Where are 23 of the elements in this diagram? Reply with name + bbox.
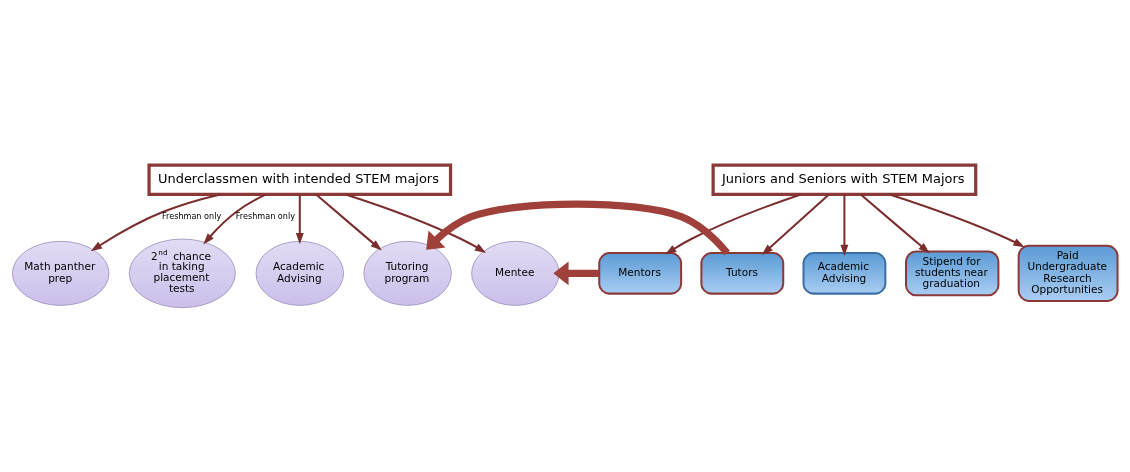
node-box: Underclassmen with intended STEM majors <box>147 163 453 196</box>
arrow <box>840 194 849 256</box>
arrow <box>426 199 730 255</box>
arrow <box>889 193 1025 247</box>
arrow <box>345 192 487 253</box>
node-ellipse: Academic Advising <box>255 240 344 306</box>
edge-label: Freshman only <box>235 210 295 221</box>
node-box: Mentors <box>598 251 683 295</box>
arrow <box>203 193 266 244</box>
arrow <box>761 193 830 255</box>
node-box: Tutors <box>700 251 785 295</box>
arrow <box>665 192 802 255</box>
arrow <box>860 193 930 253</box>
node-box: Juniors and Seniors with STEM Majors <box>711 163 978 196</box>
node-box: Paid Undergraduate Research Opportunities <box>1017 244 1119 302</box>
node-box: Stipend for students near graduation <box>905 249 1000 296</box>
edge-label: Freshman only <box>162 210 222 221</box>
arrow <box>553 260 600 285</box>
arrow <box>315 193 382 251</box>
arrow <box>295 194 304 244</box>
node-box: Academic Advising <box>802 251 887 295</box>
arrow <box>90 193 221 251</box>
node-ellipse: 2$^{nd}$ chance in taking placement tests <box>128 238 236 308</box>
